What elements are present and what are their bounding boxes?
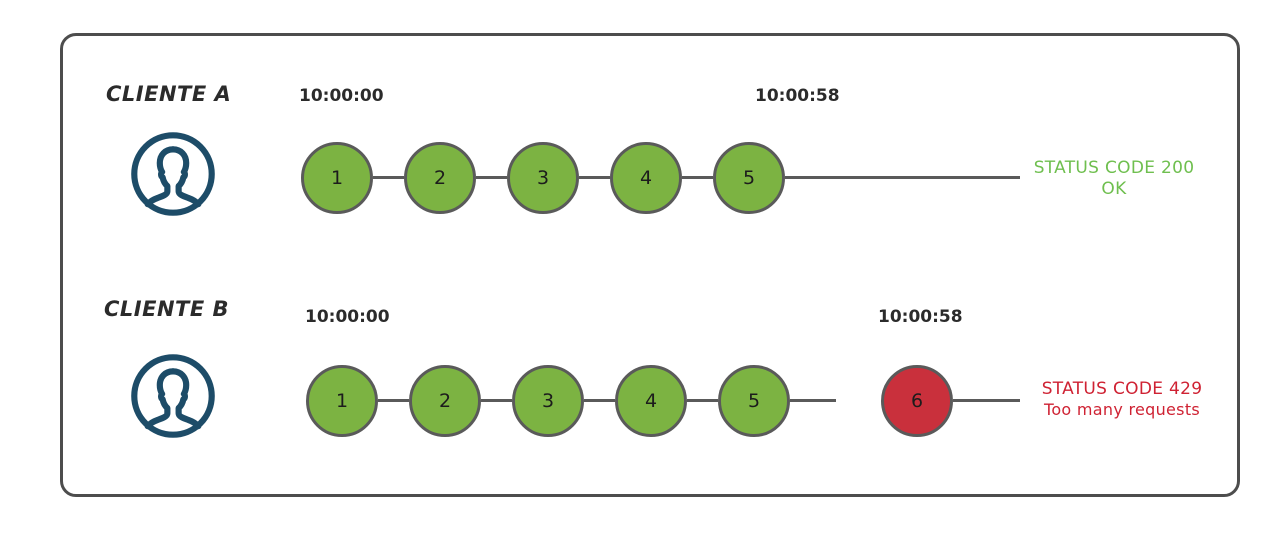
request-node-label: 2 [438, 390, 452, 412]
client-b-timestamp-end: 10:00:58 [878, 307, 963, 327]
connector-a-1 [373, 176, 404, 179]
request-node-label: 4 [639, 167, 653, 189]
connector-a-3 [579, 176, 610, 179]
request-node[interactable]: 2 [409, 365, 481, 437]
request-node-label: 5 [747, 390, 761, 412]
request-node-label: 1 [335, 390, 349, 412]
status-message-line: OK [1101, 179, 1127, 200]
user-avatar-icon [129, 130, 217, 218]
request-node-label: 1 [330, 167, 344, 189]
request-node-label: 6 [910, 390, 924, 412]
connector-a-2 [476, 176, 507, 179]
client-b-timestamp-start: 10:00:00 [305, 307, 390, 327]
request-node[interactable]: 5 [718, 365, 790, 437]
request-node[interactable]: 5 [713, 142, 785, 214]
request-node-label: 3 [536, 167, 550, 189]
client-a-timestamp-start: 10:00:00 [299, 86, 384, 106]
connector-a-5-to-status [785, 176, 1020, 179]
connector-b-2 [481, 399, 512, 402]
request-node-label: 5 [742, 167, 756, 189]
request-node[interactable]: 1 [306, 365, 378, 437]
request-node[interactable]: 3 [507, 142, 579, 214]
request-node[interactable]: 2 [404, 142, 476, 214]
request-node[interactable]: 4 [615, 365, 687, 437]
user-avatar-icon [129, 352, 217, 440]
request-node[interactable]: 3 [512, 365, 584, 437]
client-a-label: CLIENTE A [106, 82, 232, 106]
connector-b-4 [687, 399, 718, 402]
request-node-rate-limited[interactable]: 6 [881, 365, 953, 437]
request-node-label: 3 [541, 390, 555, 412]
request-node-label: 4 [644, 390, 658, 412]
client-b-status: STATUS CODE 429 Too many requests [1022, 379, 1222, 420]
connector-a-4 [682, 176, 713, 179]
connector-b-1 [378, 399, 409, 402]
connector-b-5 [790, 399, 836, 402]
client-a-timestamp-end: 10:00:58 [755, 86, 840, 106]
request-node[interactable]: 4 [610, 142, 682, 214]
status-code-line: STATUS CODE 200 [1033, 158, 1195, 178]
connector-b-3 [584, 399, 615, 402]
client-b-label: CLIENTE B [104, 297, 230, 321]
status-message-line: Too many requests [1043, 400, 1201, 420]
client-a-status: STATUS CODE 200 OK [1024, 158, 1204, 201]
connector-b-6-to-status [953, 399, 1020, 402]
request-node-label: 2 [433, 167, 447, 189]
request-node[interactable]: 1 [301, 142, 373, 214]
status-code-line: STATUS CODE 429 [1041, 379, 1203, 399]
